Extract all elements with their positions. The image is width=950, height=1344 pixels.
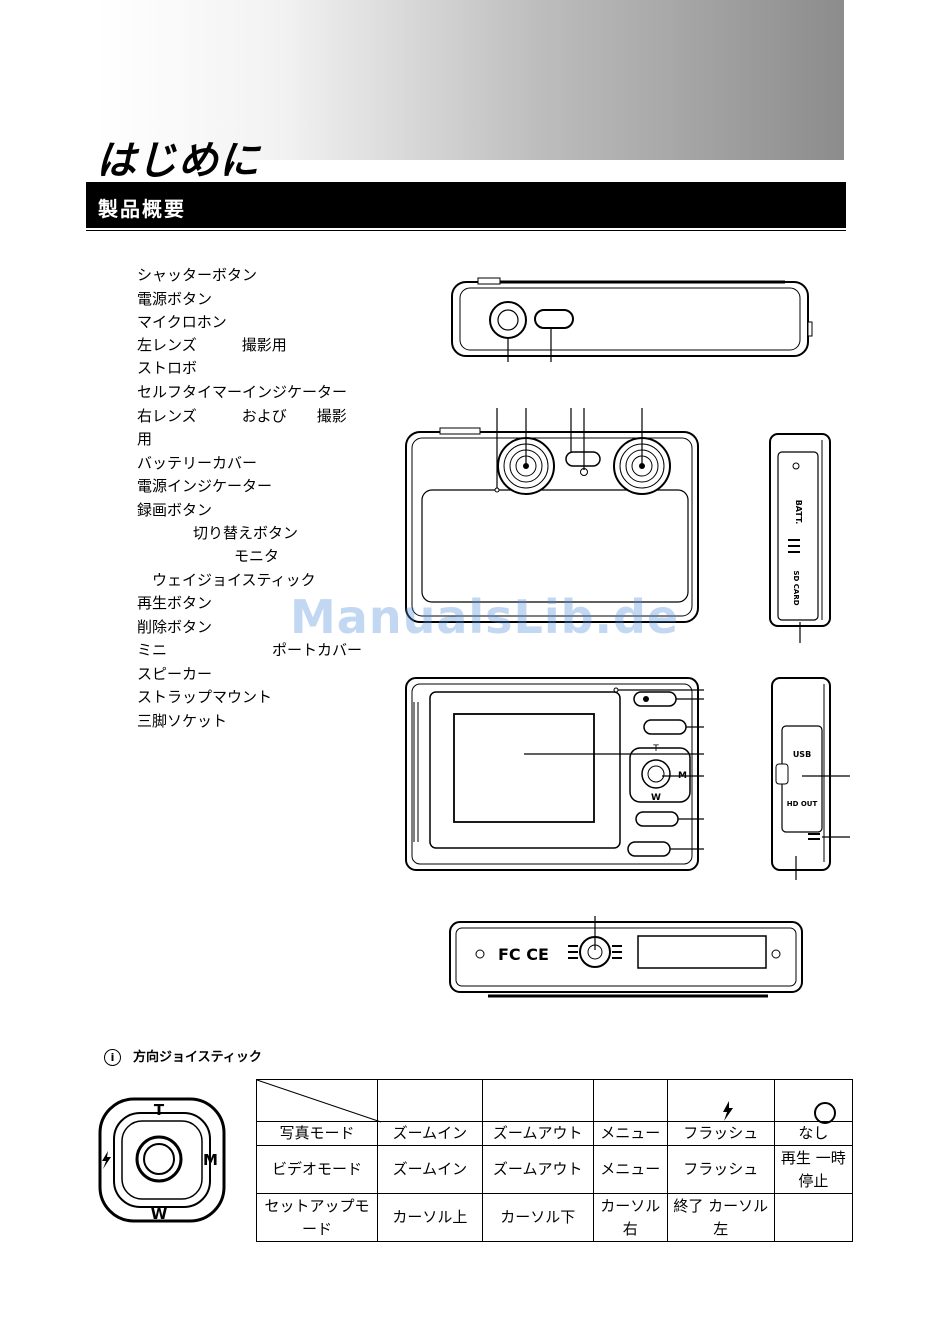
part-item: 切り替えボタン (193, 524, 299, 542)
part-item: 電源インジケーター (137, 477, 273, 495)
part-item: モニタ (234, 547, 280, 565)
hd-out-label: HD OUT (787, 800, 818, 808)
header-cell-center (773, 1079, 854, 1124)
up-cell: カーソル上 (377, 1193, 483, 1242)
camera-front-view (405, 408, 699, 623)
left-cell: フラッシュ (666, 1121, 775, 1146)
part-item: ウェイジョイスティック (152, 571, 316, 589)
joystick-w-label: W (651, 793, 661, 803)
sd-label: SD CARD (792, 570, 800, 605)
info-icon: i (104, 1049, 121, 1066)
center-cell (773, 1193, 854, 1242)
left-cell: フラッシュ (666, 1145, 775, 1194)
table-row: ビデオモード ズームイン ズームアウト メニュー フラッシュ 再生 一時停止 (255, 1145, 854, 1194)
flash-icon (722, 1100, 733, 1121)
mode-cell: 写真モード (255, 1121, 379, 1146)
circle-icon (814, 1101, 837, 1124)
section-title: 製品概要 (98, 197, 186, 221)
part-item: ミニ ポートカバー (137, 641, 363, 659)
camera-top-view (451, 277, 813, 362)
joystick-t-label: T (652, 744, 659, 754)
part-item: マイクロホン (137, 313, 227, 331)
right-cell: メニュー (592, 1145, 668, 1194)
center-cell: 再生 一時停止 (773, 1145, 854, 1194)
up-cell: ズームイン (377, 1145, 483, 1194)
table-row: 写真モード ズームイン ズームアウト メニュー フラッシュ なし (255, 1121, 854, 1146)
header-cell-left (666, 1079, 775, 1122)
table-corner-cell (255, 1079, 382, 1123)
section-bar (86, 182, 846, 228)
part-item: 右レンズ および 撮影 (137, 407, 347, 425)
part-item: 削除ボタン (137, 618, 213, 636)
note-heading: i 方向ジョイスティック (104, 1046, 262, 1066)
down-cell: ズームアウト (481, 1145, 594, 1194)
part-item: 再生ボタン (137, 594, 213, 612)
up-cell: ズームイン (377, 1121, 483, 1146)
part-item: 左レンズ 撮影用 (137, 336, 287, 354)
batt-label: BATT. (794, 500, 803, 525)
left-cell: 終了 カーソル左 (666, 1193, 775, 1242)
mode-cell: セットアップモード (255, 1193, 379, 1242)
table-row: セットアップモード カーソル上 カーソル下 カーソル右 終了 カーソル左 (255, 1193, 854, 1242)
part-item: 三脚ソケット (137, 712, 228, 730)
joystick-t: T (154, 1101, 165, 1119)
joystick-w: W (151, 1205, 168, 1223)
part-item: 録画ボタン (137, 501, 213, 519)
down-cell: ズームアウト (481, 1121, 594, 1146)
joystick-function-table: 写真モード ズームイン ズームアウト メニュー フラッシュ なし ビデオモード … (255, 1079, 854, 1242)
mode-cell: ビデオモード (255, 1145, 379, 1194)
camera-side-view-battery: BATT. SD CARD (769, 433, 831, 643)
part-item: 電源ボタン (137, 290, 213, 308)
page-title: はじめに (96, 138, 260, 184)
right-cell: カーソル右 (592, 1193, 668, 1242)
part-item: バッテリーカバー (137, 454, 258, 472)
note-title: 方向ジョイスティック (133, 1050, 262, 1065)
joystick-diagram: T W M (98, 1097, 226, 1223)
camera-back-view: T W M (405, 677, 704, 871)
center-cell: なし (773, 1121, 854, 1146)
header-cell-up (377, 1079, 483, 1122)
right-cell: メニュー (592, 1121, 668, 1146)
usb-label: USB (793, 750, 811, 759)
part-item: ストラップマウント (137, 688, 273, 706)
fcc-ce-label: FC CE (498, 945, 549, 964)
flash-icon (102, 1151, 111, 1169)
down-cell: カーソル下 (481, 1193, 594, 1242)
part-item: セルフタイマーインジケーター (137, 383, 348, 401)
joystick-m: M (203, 1151, 218, 1169)
part-item: スピーカー (137, 665, 213, 683)
camera-bottom-view: FC CE (449, 916, 803, 998)
section-divider (86, 230, 846, 231)
camera-side-view-ports: USB HD OUT (771, 677, 850, 880)
header-cell-down (481, 1079, 594, 1122)
part-item: ストロボ (137, 359, 198, 377)
part-item: 用 (137, 430, 153, 448)
part-item: シャッターボタン (137, 266, 258, 284)
header-banner (96, 0, 844, 160)
header-cell-right (592, 1079, 668, 1122)
watermark: ManualsLib.de (290, 590, 680, 644)
